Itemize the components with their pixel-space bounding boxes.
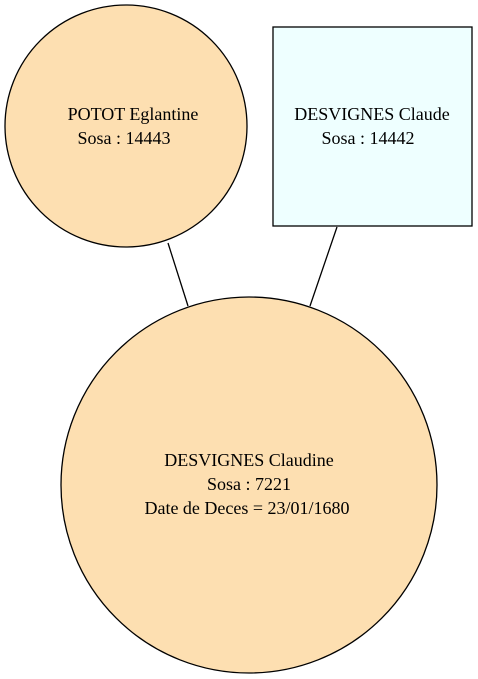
- father-node-box: [272, 26, 473, 227]
- edge-mother-child: [167, 242, 189, 307]
- mother-sosa: Sosa : 14443: [77, 128, 170, 148]
- child-node-circle: [60, 296, 438, 674]
- edge-father-child: [309, 226, 338, 307]
- node-father[interactable]: DESVIGNES Claude Sosa : 14442: [272, 26, 473, 227]
- node-mother[interactable]: POTOT Eglantine Sosa : 14443: [4, 4, 248, 248]
- father-name: DESVIGNES Claude: [294, 104, 450, 124]
- child-sosa: Sosa : 7221: [207, 474, 291, 494]
- child-death-date: Date de Deces = 23/01/1680: [144, 498, 349, 518]
- mother-node-circle: [4, 4, 248, 248]
- node-child[interactable]: DESVIGNES Claudine Sosa : 7221 Date de D…: [60, 296, 438, 674]
- father-sosa: Sosa : 14442: [321, 128, 414, 148]
- child-name: DESVIGNES Claudine: [164, 450, 334, 470]
- mother-name: POTOT Eglantine: [68, 104, 199, 124]
